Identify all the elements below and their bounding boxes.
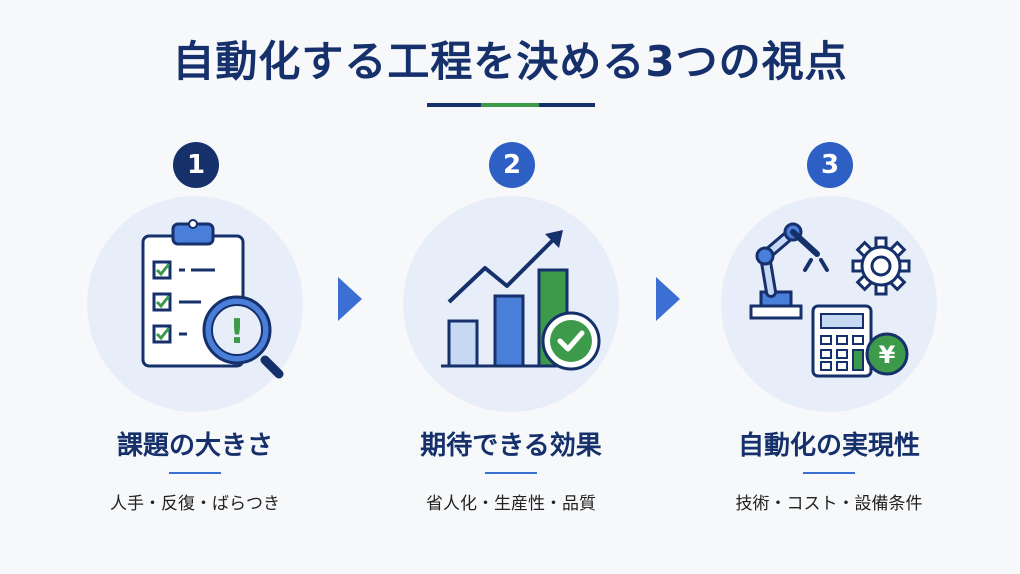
clipboard-magnifier-icon: !: [141, 219, 284, 379]
step-2-divider: [485, 472, 537, 474]
svg-text:¥: ¥: [879, 341, 896, 369]
step-3-heading: 自動化の実現性: [737, 431, 920, 461]
step-1-subtitle: 人手・反復・ばらつき: [110, 494, 280, 514]
step-2: 2 期待できる効果 省人化・生産性・品質: [396, 0, 626, 574]
step-2-heading: 期待できる効果: [420, 431, 602, 461]
gear-icon: [851, 236, 911, 296]
title-underline: [427, 103, 595, 107]
step-3-subtitle: 技術・コスト・設備条件: [735, 494, 923, 514]
step-3: 3: [714, 0, 944, 574]
page-title: 自動化する工程を決める3つの視点: [172, 37, 848, 86]
step-3-icon-circle: ¥: [721, 196, 937, 412]
step-3-badge: 3: [807, 142, 853, 188]
step-3-divider: [803, 472, 855, 474]
yen-coin-icon: ¥: [865, 332, 909, 376]
step-2-badge: 2: [489, 142, 535, 188]
step-1: 1 ! 課題の大き: [80, 0, 310, 574]
robot-arm-icon: [749, 222, 829, 320]
growth-chart-check-icon: [441, 230, 601, 371]
arrow-right-icon: [338, 277, 362, 321]
calculator-icon: [811, 304, 873, 378]
arrow-right-icon: [656, 277, 680, 321]
robot-gear-calculator-icon: ¥: [749, 222, 911, 378]
step-2-icon-circle: [403, 196, 619, 412]
step-1-divider: [169, 472, 221, 474]
step-1-icon-circle: !: [87, 196, 303, 412]
step-2-subtitle: 省人化・生産性・品質: [426, 494, 596, 514]
step-1-heading: 課題の大きさ: [116, 431, 273, 461]
alert-icon: !: [229, 312, 245, 352]
step-1-badge: 1: [173, 142, 219, 188]
